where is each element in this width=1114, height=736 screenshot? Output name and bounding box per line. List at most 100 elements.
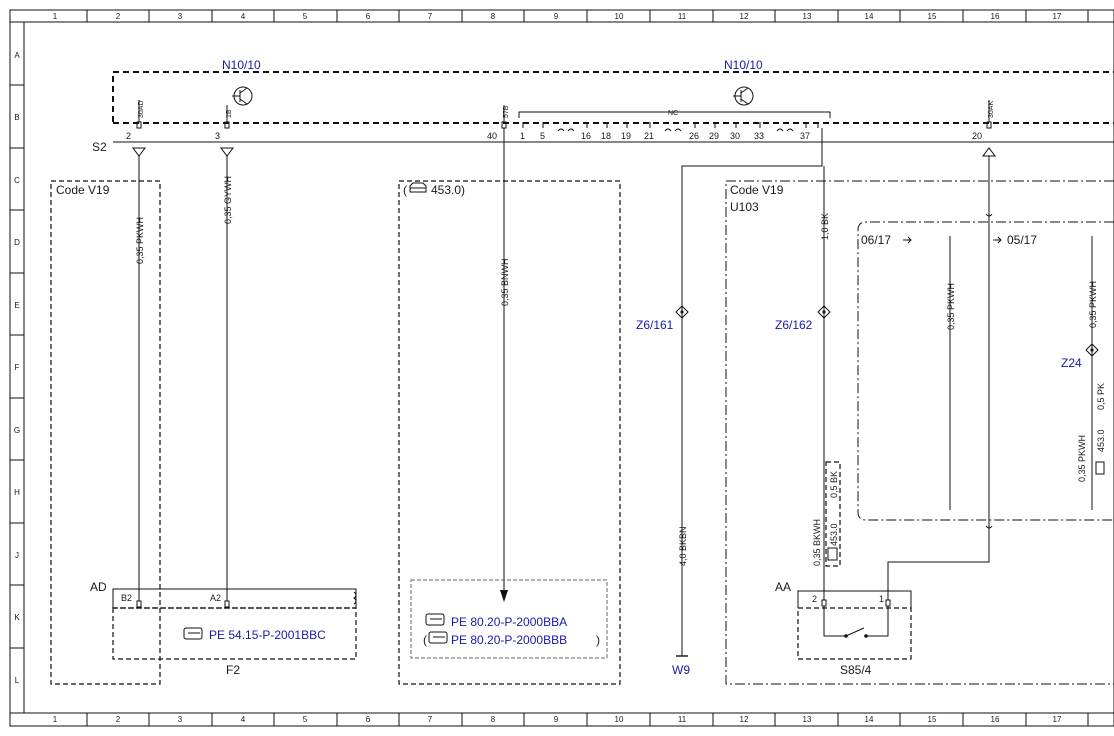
nc-bracket: NC (518, 110, 831, 132)
module-n10-10[interactable]: N10/10 N10/10 30AD 1 (112, 58, 1114, 132)
connector-label: Z24 (1061, 356, 1082, 370)
col-label-bottom: 7 (428, 715, 433, 724)
paren-open: ( (423, 633, 427, 647)
row-label: A (14, 51, 20, 60)
code-v19-left-box[interactable]: Code V19 (50, 180, 161, 685)
col-label-top: 5 (303, 12, 308, 21)
col-label-bottom: 13 (803, 715, 812, 724)
wire-label: 0,35 PKWH (1088, 281, 1098, 328)
wire-1.0-bk[interactable]: 1,0 BK (820, 166, 830, 600)
wire-label: 453.0 (829, 523, 839, 546)
wire-label: 0,35 BKWH (812, 519, 822, 566)
col-label-top: 1 (53, 12, 58, 21)
pin-1: 1 (879, 594, 884, 604)
code-v19-right-box[interactable]: Code V19 U103 (725, 180, 1114, 685)
col-label-bottom: 1 (53, 715, 58, 724)
row-label: L (15, 676, 20, 685)
wire-0.35-pkwh-left[interactable]: 0,35 PKWH (135, 156, 145, 601)
col-label-top: 13 (803, 12, 812, 21)
wire-0.35-bnwh[interactable]: 0,35 BNWH (500, 128, 510, 602)
pin-number: 40 (487, 131, 497, 141)
wire-label: 0,35 BNWH (500, 258, 510, 306)
pin-number: 26 (689, 131, 699, 141)
sheet-ref-in: 06/17 (861, 233, 891, 247)
pin-a2: A2 (210, 593, 221, 603)
wire-to-switch[interactable] (887, 536, 990, 600)
col-label-bottom: 17 (1053, 715, 1062, 724)
pin-tag: 30AD (138, 100, 145, 118)
code-right-sub: U103 (730, 200, 759, 214)
hand-pointer-icon (183, 627, 203, 640)
pin-number: 16 (581, 131, 591, 141)
wire-0.35-bkwh[interactable]: 0,35 BKWH 0,5 BK 453.0 (812, 461, 841, 567)
component-label: F2 (226, 663, 240, 677)
connector-arrows (132, 147, 996, 157)
paren-close: ) (596, 633, 600, 647)
col-label-bottom: 14 (865, 715, 874, 724)
sheet-frame (9, 9, 1114, 727)
col-label-bottom: 15 (928, 715, 937, 724)
pe-reference-link: PE 80.20-P-2000BBA (451, 615, 567, 629)
wire-0.35-gywh[interactable]: 0,35 GYWH (223, 156, 233, 601)
col-label-bottom: 3 (178, 715, 183, 724)
pin-number: 5 (540, 131, 545, 141)
vehicle-453-box[interactable]: ( 453.0) (398, 180, 621, 685)
col-label-bottom: 12 (740, 715, 749, 724)
module-label-right: N10/10 (724, 58, 763, 72)
switch-s85-4[interactable]: AA 2 1 S85/4 (775, 580, 912, 677)
connector-s2[interactable]: S2 (92, 140, 1114, 154)
row-label: K (14, 613, 20, 622)
pin-number: 20 (972, 131, 982, 141)
connector-z6-162[interactable]: Z6/162 (775, 305, 831, 332)
connector-z6-161[interactable]: Z6/161 (636, 305, 689, 332)
sheet-ref-out: 05/17 (1007, 233, 1037, 247)
vehicle-code: 453.0) (431, 183, 465, 197)
switch-contact-icon (823, 606, 889, 638)
pe-reference-box[interactable]: PE 80.20-P-2000BBA ( PE 80.20-P-2000BBB … (410, 579, 608, 659)
pin-b2: B2 (121, 593, 132, 603)
pin-number: 30 (730, 131, 740, 141)
col-label-top: 16 (991, 12, 1000, 21)
pin-number: 19 (621, 131, 631, 141)
ground-w9[interactable]: W9 (672, 655, 690, 677)
wire-30ak-trunk[interactable] (985, 156, 993, 562)
aa-label: AA (775, 580, 791, 594)
pin-number: 29 (709, 131, 719, 141)
col-label-bottom: 16 (991, 715, 1000, 724)
component-f2[interactable]: AD B2 A2 PE 54.15-P-2001BBC F2 (90, 580, 357, 677)
pe-reference-link: PE 80.20-P-2000BBB (451, 633, 567, 647)
pin-number: 3 (215, 131, 220, 141)
wire-0.35-pkwh-inner[interactable]: 0,35 PKWH (946, 236, 956, 510)
pin-number: 2 (126, 131, 131, 141)
connector-label: Z6/162 (775, 318, 813, 332)
wire-label: 4,0 BKBN (678, 526, 688, 566)
module-label-left: N10/10 (222, 58, 261, 72)
right-edge-labels: 0,5 PK 0,35 PKWH 453.0 (1077, 383, 1106, 482)
transistor-icon (733, 86, 754, 106)
row-label: H (14, 488, 20, 497)
col-label-top: 6 (366, 12, 371, 21)
pin-stubs (136, 100, 992, 129)
row-label: G (14, 426, 20, 435)
car-icon (409, 182, 427, 193)
wire-label: 0,35 GYWH (223, 176, 233, 224)
wire-0.35-pkwh-right[interactable]: 0,35 PKWH (1088, 236, 1098, 510)
pin-number: 21 (644, 131, 654, 141)
connector-z24[interactable]: Z24 (1061, 343, 1099, 370)
pin-number: 1 (520, 131, 525, 141)
wire-label: 0,5 PK (1096, 383, 1106, 410)
col-label-bottom: 2 (116, 715, 121, 724)
wire-4.0-bkbn[interactable]: 4,0 BKBN (678, 128, 823, 656)
col-label-top: 9 (554, 12, 559, 21)
wire-label: 0,35 PKWH (135, 217, 145, 264)
inner-sheet-box[interactable]: 06/17 05/17 (857, 221, 1114, 521)
ground-label: W9 (672, 663, 690, 677)
col-label-bottom: 10 (615, 715, 624, 724)
col-label-bottom: 11 (678, 715, 687, 724)
ad-label: AD (90, 580, 107, 594)
wire-label: 453.0 (1096, 429, 1106, 452)
col-label-top: 11 (678, 12, 687, 21)
pin-number: 37 (800, 131, 810, 141)
row-label: B (14, 113, 19, 122)
